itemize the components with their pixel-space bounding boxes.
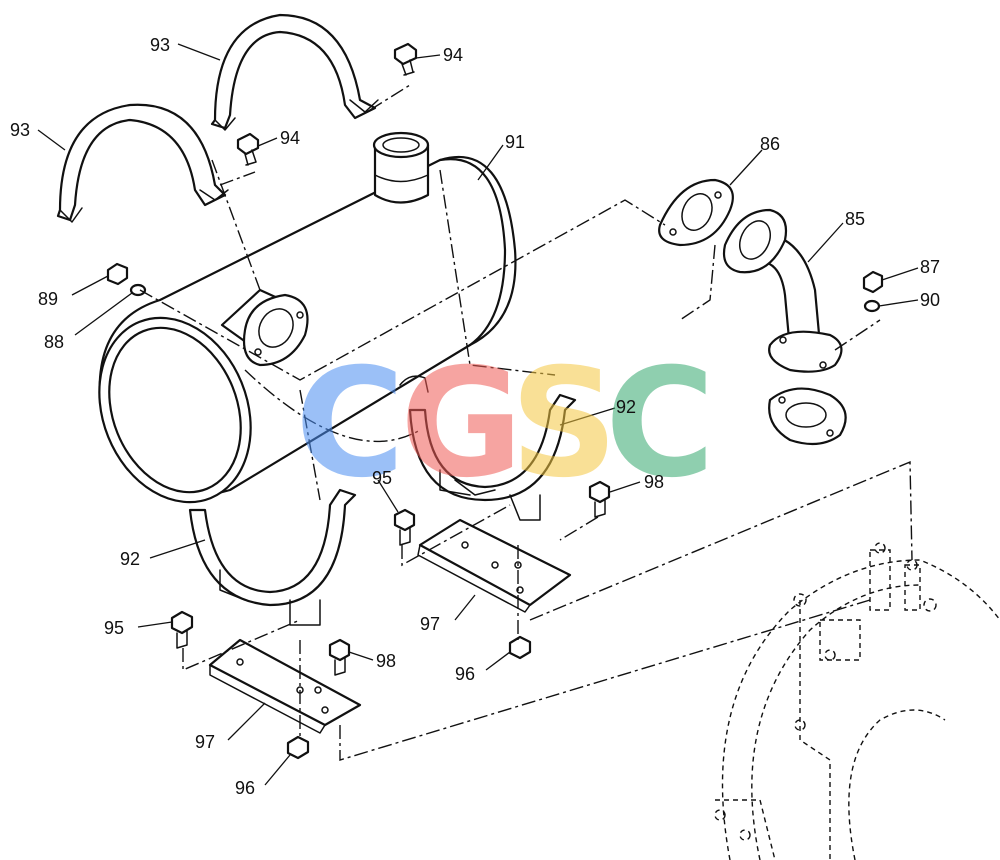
- gasket-lower: [768, 387, 847, 446]
- gasket-upper: [658, 178, 734, 247]
- callout-labels: 93 93 94 94 91 86 85 87 90 89 88 92 92 9…: [10, 35, 940, 798]
- watermark: C G S C: [295, 337, 715, 511]
- watermark-letter-c2: C: [605, 337, 715, 511]
- callout-90: 90: [920, 290, 940, 310]
- callout-93-upper: 93: [150, 35, 170, 55]
- nut-96-left: [286, 735, 310, 760]
- bracket-center: [417, 518, 572, 613]
- callout-91: 91: [505, 132, 525, 152]
- callout-96-left: 96: [235, 778, 255, 798]
- bracket-left: [208, 638, 362, 734]
- muffler-body: [98, 131, 517, 504]
- callout-94-lower: 94: [280, 128, 300, 148]
- callout-92-center: 92: [616, 397, 636, 417]
- nut-89: [106, 262, 129, 286]
- callout-98-left: 98: [376, 651, 396, 671]
- callout-97-left: 97: [195, 732, 215, 752]
- watermark-letter-s: S: [510, 337, 618, 511]
- watermark-letter-c1: C: [295, 337, 405, 511]
- bolt-95-center: [393, 508, 416, 546]
- assembly-lines: [139, 84, 913, 761]
- lower-strap-left: [188, 488, 357, 626]
- flywheel-housing: [714, 542, 1000, 860]
- callout-88: 88: [44, 332, 64, 352]
- watermark-letter-g: G: [400, 337, 523, 511]
- bolt-94-lower: [236, 132, 260, 166]
- callout-85: 85: [845, 209, 865, 229]
- callout-96-center: 96: [455, 664, 475, 684]
- nut-96-center: [508, 635, 532, 660]
- callout-87: 87: [920, 257, 940, 277]
- bolt-98-left: [328, 638, 351, 676]
- callout-93-left: 93: [10, 120, 30, 140]
- washer-88: [129, 283, 147, 297]
- washer-90: [863, 299, 881, 313]
- lower-strap-center: [408, 393, 577, 521]
- callout-86: 86: [760, 134, 780, 154]
- callout-95-left: 95: [104, 618, 124, 638]
- callout-97-center: 97: [420, 614, 440, 634]
- upper-strap-left: [56, 103, 229, 223]
- callout-94-upper: 94: [443, 45, 463, 65]
- elbow-pipe: [722, 208, 843, 373]
- callout-98-center: 98: [644, 472, 664, 492]
- bolt-98-center: [588, 480, 611, 518]
- bolt-94-upper: [393, 42, 418, 76]
- callout-89: 89: [38, 289, 58, 309]
- bolt-95-left: [170, 610, 194, 649]
- nut-87: [862, 270, 884, 294]
- upper-strap-right: [210, 13, 379, 131]
- callout-95-center: 95: [372, 468, 392, 488]
- callout-92-left: 92: [120, 549, 140, 569]
- leader-lines: [37, 43, 919, 786]
